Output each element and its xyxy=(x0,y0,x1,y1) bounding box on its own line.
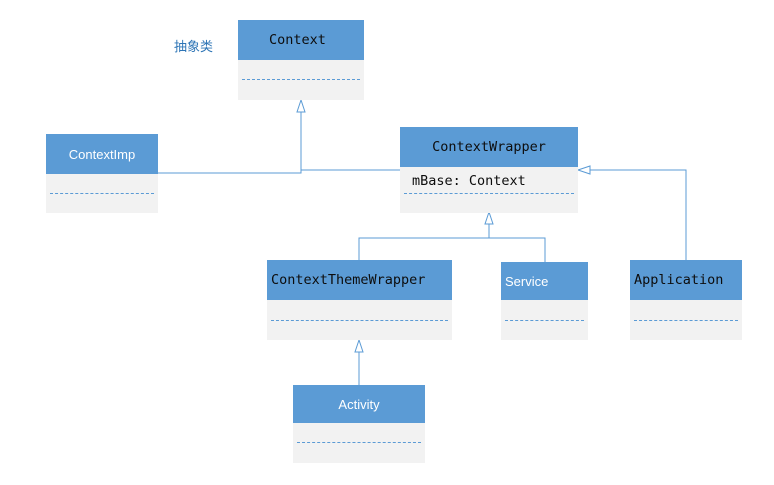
edge-application-to-contextwrapper xyxy=(590,169,687,260)
class-activity-separator xyxy=(297,442,421,443)
class-contextwrapper-attribute: mBase: Context xyxy=(412,173,526,189)
class-contextimp: ContextImp xyxy=(46,134,158,213)
inheritance-arrowhead-contextthemewrapper xyxy=(354,338,364,353)
class-contextthemewrapper-name: ContextThemeWrapper xyxy=(267,260,452,300)
class-contextimp-name: ContextImp xyxy=(46,134,158,174)
class-contextwrapper-name: ContextWrapper xyxy=(400,127,578,167)
abstract-class-annotation: 抽象类 xyxy=(174,40,214,55)
class-contextimp-separator xyxy=(50,193,154,194)
class-service: Service xyxy=(501,262,588,340)
inheritance-arrowhead-contextwrapper-bottom xyxy=(484,210,494,225)
class-context: Context xyxy=(238,20,364,100)
class-application: Application xyxy=(630,260,742,340)
class-application-name: Application xyxy=(630,260,742,300)
class-contextthemewrapper: ContextThemeWrapper xyxy=(267,260,452,340)
class-contextthemewrapper-separator xyxy=(271,320,448,321)
class-context-name: Context xyxy=(238,20,364,60)
inheritance-arrowhead-contextwrapper-right xyxy=(576,165,591,175)
inheritance-arrowhead-context xyxy=(296,98,306,113)
class-service-separator xyxy=(505,320,584,321)
class-context-separator xyxy=(242,79,360,80)
edge-contextthemewrapper-to-contextwrapper xyxy=(358,237,546,262)
class-service-name: Service xyxy=(501,262,588,300)
class-activity: Activity xyxy=(293,385,425,463)
class-activity-name: Activity xyxy=(293,385,425,423)
class-application-separator xyxy=(634,320,738,321)
class-contextwrapper: ContextWrapper mBase: Context xyxy=(400,127,578,213)
edge-contextimp-to-context xyxy=(158,112,302,174)
class-contextwrapper-separator xyxy=(404,193,574,194)
